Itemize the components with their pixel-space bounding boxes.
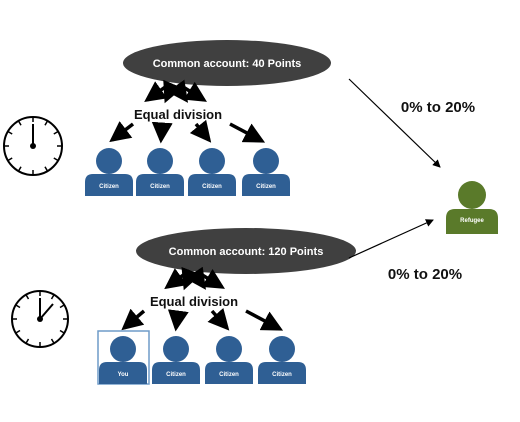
person-icon: Citizen (258, 336, 306, 384)
member-label: Citizen (166, 372, 186, 378)
member-arrows (121, 307, 284, 332)
common-account-label: Common account: 120 Points (169, 246, 324, 258)
person-icon: Citizen (85, 148, 133, 196)
refugee-person-icon: Refugee (446, 181, 498, 234)
member-label: Citizen (150, 184, 170, 190)
transfer-label: 0% to 20% (401, 99, 475, 116)
person-icon: Citizen (136, 148, 184, 196)
member-label: Citizen (99, 184, 119, 190)
person-icon: Citizen (188, 148, 236, 196)
person-icon: Citizen (152, 336, 200, 384)
transfer-arrow (348, 78, 441, 168)
clock-icon (3, 116, 63, 176)
division-arrows (164, 266, 225, 291)
bottom-group: Common account: 120 Points Equal divisio… (11, 219, 462, 385)
top-group: Common account: 40 Points Equal division… (3, 40, 475, 196)
transfer-arrow (348, 219, 434, 259)
equal-division-label: Equal division (134, 107, 222, 122)
division-arrows (144, 79, 207, 104)
person-icon: Citizen (205, 336, 253, 384)
person-icon: You (99, 336, 147, 384)
member-label: Citizen (202, 184, 222, 190)
clock-icon (11, 290, 69, 348)
member-label: Citizen (272, 372, 292, 378)
common-account-ellipse (136, 228, 356, 274)
equal-division-label: Equal division (150, 294, 238, 309)
member-label: Citizen (256, 184, 276, 190)
common-account-label: Common account: 40 Points (153, 58, 302, 70)
member-arrows (109, 119, 266, 144)
refugee-label: Refugee (460, 218, 484, 224)
common-account-ellipse (123, 40, 331, 86)
person-icon: Citizen (242, 148, 290, 196)
transfer-label: 0% to 20% (388, 266, 462, 283)
member-label: Citizen (219, 372, 239, 378)
member-label: You (118, 372, 129, 378)
